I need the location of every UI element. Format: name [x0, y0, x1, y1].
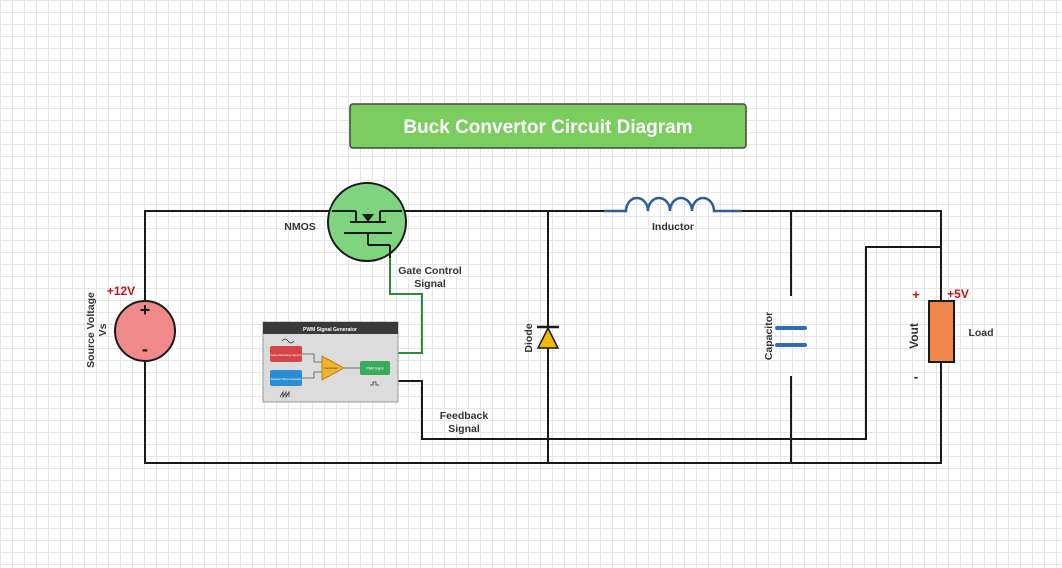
nmos-transistor	[327, 182, 407, 262]
source-label-line2: Vs	[97, 323, 109, 336]
load-resistor	[928, 300, 955, 363]
diode-label: Diode	[523, 323, 535, 352]
feedback-label-line2: Signal	[448, 423, 480, 435]
vout-minus-sign: -	[914, 369, 918, 384]
wire-feedback	[398, 246, 941, 440]
capacitor	[775, 326, 807, 347]
pwm-comparator	[321, 355, 345, 381]
feedback-label-line1: Feedback	[440, 410, 489, 422]
sine-wave-icon	[281, 338, 295, 344]
pwm-output-wave-icon	[370, 381, 379, 386]
load-voltage-value: +5V	[947, 287, 969, 301]
source-voltage: + -	[114, 300, 176, 362]
source-voltage-value: +12V	[107, 284, 135, 298]
pwm-output-label: PWM Signal	[366, 367, 384, 371]
wire-gate-control	[389, 258, 423, 354]
diode	[536, 325, 560, 349]
pwm-signal-generator: PWM Signal Generator Analog Modulating S…	[262, 321, 399, 403]
pwm-output-block	[360, 361, 390, 375]
title-banner	[349, 103, 747, 149]
source-minus-sign: -	[142, 339, 148, 359]
pwm-header	[263, 322, 398, 334]
nmos-label: NMOS	[284, 221, 316, 233]
gate-label-line1: Gate Control	[398, 265, 462, 277]
source-circle	[114, 300, 176, 362]
capacitor-label: Capacitor	[763, 312, 775, 360]
wire-load-bottom	[144, 358, 942, 464]
source-label-line1: Source Voltage	[85, 292, 97, 368]
gate-label-line2: Signal	[414, 278, 446, 290]
diagram-title: Buck Convertor Circuit Diagram	[403, 117, 692, 138]
diode-triangle	[536, 326, 560, 349]
pwm-analog-label: Analog Modulating Signal (s)	[269, 353, 302, 357]
pwm-comparator-label: Comparator	[324, 366, 338, 370]
wire-inductor-to-load	[742, 210, 942, 301]
pwm-sawtooth-block	[270, 370, 302, 386]
wire-source-top	[144, 210, 332, 304]
pwm-sawtooth-label: Sawtooth Wave Generator	[271, 377, 302, 381]
vout-label: Vout	[907, 323, 921, 349]
inductor-coil	[604, 196, 742, 213]
pwm-analog-block	[270, 346, 302, 362]
vout-plus-sign: +	[912, 287, 920, 302]
sawtooth-wave-icon	[279, 390, 290, 399]
source-plus-sign: +	[140, 300, 151, 320]
load-label: Load	[968, 327, 993, 339]
wires	[144, 210, 942, 464]
pwm-title: PWM Signal Generator	[303, 327, 357, 333]
inductor-label: Inductor	[652, 221, 694, 233]
